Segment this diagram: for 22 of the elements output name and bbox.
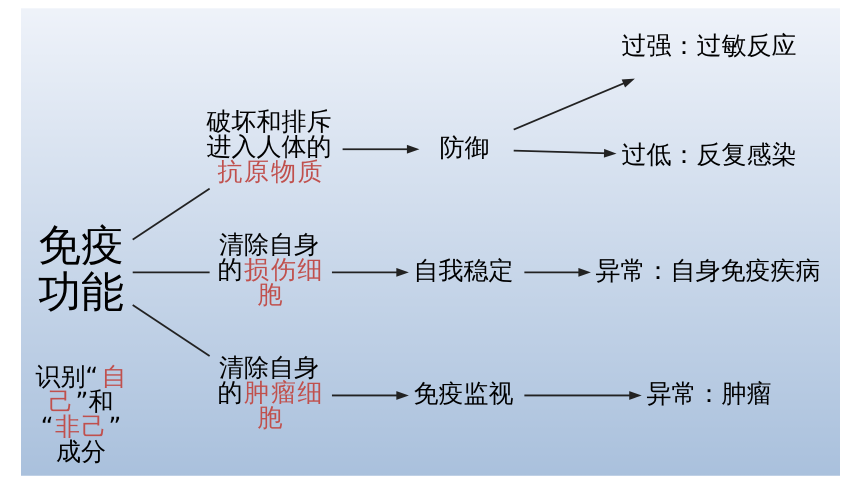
node-text: 异常：肿瘤 bbox=[646, 379, 771, 408]
arrow bbox=[524, 268, 590, 277]
node-text: 清除自身的肿瘤细胞 bbox=[216, 353, 322, 432]
connector bbox=[132, 304, 210, 357]
arrow bbox=[524, 391, 642, 400]
arrow bbox=[342, 144, 419, 154]
node-text: 清除自身的损伤细胞 bbox=[216, 230, 322, 310]
arrow bbox=[512, 78, 634, 130]
node-text: 免疫监视 bbox=[413, 379, 514, 408]
node-text: 异常：自身免疫疾病 bbox=[595, 256, 820, 285]
arrow bbox=[513, 148, 616, 158]
label: 识别“自己”和“非己”成分 bbox=[34, 362, 126, 466]
connector bbox=[132, 271, 210, 274]
arrow bbox=[331, 268, 408, 277]
arrow bbox=[331, 391, 408, 400]
node-text: 破坏和排斥进入人体的抗原物质 bbox=[206, 106, 332, 186]
connector bbox=[132, 188, 210, 240]
node-text: 自我稳定 bbox=[413, 256, 514, 285]
node-text: 过强：过敏反应 bbox=[620, 31, 796, 60]
node-text: 免疫功能 bbox=[37, 221, 124, 318]
node-text: 过低：反复感染 bbox=[620, 140, 796, 169]
node-text: 防御 bbox=[438, 132, 489, 162]
